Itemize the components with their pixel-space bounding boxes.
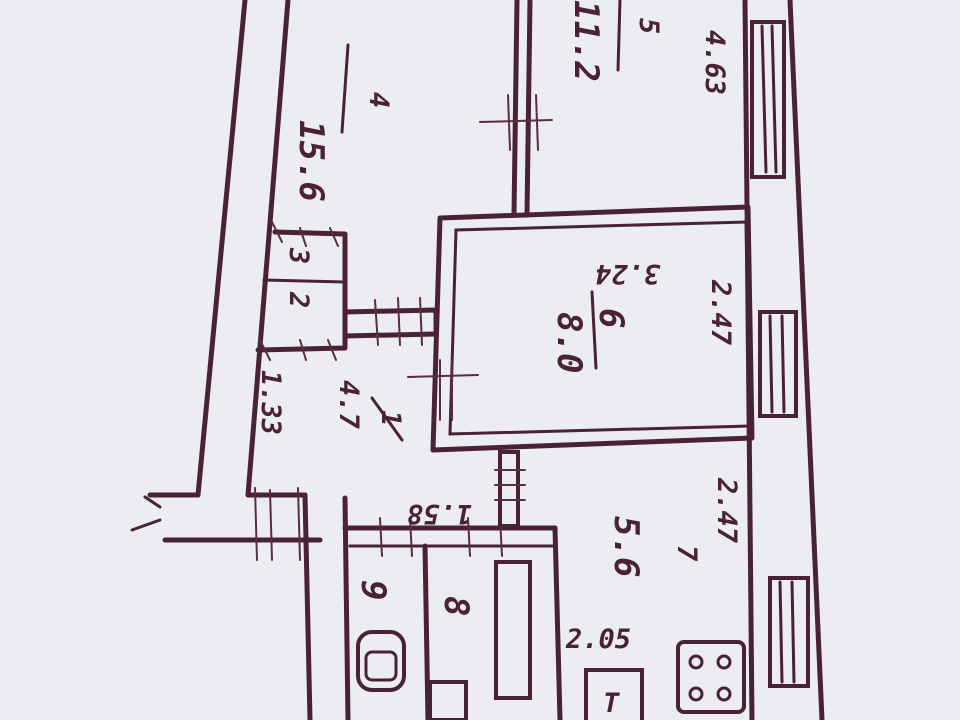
- room-6-outer: [430, 204, 755, 453]
- room-5-area: 11.2: [566, 0, 606, 82]
- room-5-fraction-bar: [616, 0, 622, 72]
- room-7-number: 7: [671, 545, 702, 562]
- dimension-4-63: 4.63: [699, 30, 730, 95]
- window-top: [750, 20, 786, 179]
- room-5-number: 5: [633, 18, 664, 34]
- door-mark-6: [407, 359, 479, 421]
- room-4-area: 15.6: [291, 120, 331, 202]
- bath-divider: [422, 543, 431, 720]
- room-6-fraction-bar: [590, 290, 598, 370]
- room-1-fraction-bar: [370, 396, 404, 442]
- corridor-right-wall: [342, 495, 351, 720]
- partition-4-5-b: [524, 0, 533, 218]
- stove-burner-1: [688, 654, 704, 670]
- left-inner-wall: [245, 0, 308, 498]
- dimension-1-58: 1.58: [407, 498, 472, 529]
- stove-burner-3: [688, 686, 704, 702]
- room-3-ticks: [259, 221, 339, 361]
- bathtub: [494, 560, 532, 700]
- partition-4-5: [511, 0, 520, 218]
- toilet-box-small: [428, 680, 468, 720]
- room-8-number: 8: [436, 596, 476, 616]
- corridor-stub-ticks: [374, 297, 423, 346]
- toilet-label: T: [603, 688, 620, 719]
- washbasin-icon: [356, 630, 406, 692]
- washbasin-inner: [364, 650, 398, 682]
- room-4-fraction-bar: [340, 43, 350, 134]
- right-facade-wall: [787, 0, 825, 720]
- room-2-3-divider: [262, 278, 347, 284]
- room-3-box: [255, 229, 348, 353]
- room-9-number: 9: [353, 580, 393, 600]
- stove-burner-2: [716, 654, 732, 670]
- window-middle-frame: [768, 314, 786, 414]
- room-2-number: 2: [283, 291, 314, 308]
- room-7-area: 5.6: [606, 516, 646, 577]
- corridor-stub: [342, 307, 439, 339]
- corridor-left-wall: [302, 492, 313, 720]
- toilet-box: [584, 668, 644, 720]
- room-6-area: 8.0: [549, 312, 589, 373]
- dimension-2-05: 2.05: [565, 624, 631, 655]
- stove-icon: [676, 640, 746, 714]
- room-labels: 15.6 4 11.2 5 8.0 6 4.7 1 3 2 5.6 7 8 9: [283, 0, 702, 616]
- radiator: [498, 450, 520, 528]
- window-bottom: [768, 576, 810, 688]
- dimension-labels: 4.63 3.24 2.47 1.33 1.58 2.47 2.05: [255, 30, 742, 655]
- fixtures: T: [356, 560, 746, 720]
- radiator-ticks: [494, 469, 526, 501]
- door-mark-4-5: [479, 94, 553, 151]
- dimension-2-47-top: 2.47: [705, 279, 736, 346]
- entrance-mark: [130, 495, 162, 532]
- bath-ticks: [254, 487, 503, 561]
- dimension-3-24: 3.24: [595, 258, 661, 289]
- window-top-frame: [760, 24, 778, 174]
- stove-burner-4: [716, 686, 732, 702]
- room-4-number: 4: [363, 92, 394, 108]
- room-6-number: 6: [591, 308, 631, 328]
- bath-right-wall: [552, 525, 563, 720]
- window-bottom-frame: [778, 580, 796, 684]
- window-middle: [758, 310, 798, 418]
- room-1-area: 4.7: [333, 380, 364, 430]
- left-outer-wall: [147, 0, 248, 498]
- room-3-number: 3: [283, 247, 314, 264]
- dimension-1-33: 1.33: [255, 370, 286, 435]
- dimension-2-47-bottom: 2.47: [711, 477, 742, 544]
- walls: [130, 0, 825, 720]
